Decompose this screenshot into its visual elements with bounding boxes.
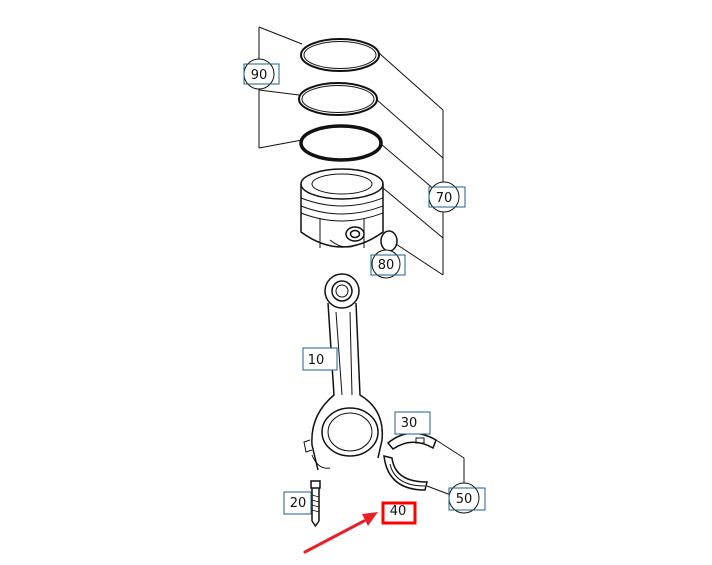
callout-30[interactable]: 30 (394, 411, 431, 435)
callout-50[interactable]: 50 (448, 482, 486, 514)
piston-ring-middle[interactable] (298, 82, 378, 116)
callout-70[interactable]: 70 (428, 181, 466, 213)
callout-80-label: 80 (378, 258, 395, 273)
piston-ring-top[interactable] (300, 38, 380, 72)
callout-90[interactable]: 90 (243, 58, 280, 90)
connecting-rod[interactable] (303, 273, 384, 471)
bearing-shell-upper[interactable] (386, 432, 437, 451)
callout-80[interactable]: 80 (370, 249, 406, 279)
red-pointer-arrow-icon (303, 512, 378, 554)
callout-30-label: 30 (401, 416, 418, 431)
connecting-rod-bolt[interactable] (310, 480, 321, 528)
callout-40-label: 40 (390, 504, 407, 519)
callout-20-label: 20 (290, 496, 307, 511)
callout-10-label: 10 (308, 353, 325, 368)
callout-40[interactable]: 40 (381, 501, 417, 525)
callout-20[interactable]: 20 (283, 491, 312, 515)
piston-ring-oil[interactable] (299, 124, 383, 162)
piston[interactable] (300, 168, 384, 248)
bearing-shell-lower[interactable] (383, 455, 428, 491)
callout-90-label: 90 (251, 68, 268, 83)
callout-10[interactable]: 10 (302, 347, 338, 371)
callout-50-label: 50 (456, 492, 473, 507)
callout-70-label: 70 (436, 191, 453, 206)
